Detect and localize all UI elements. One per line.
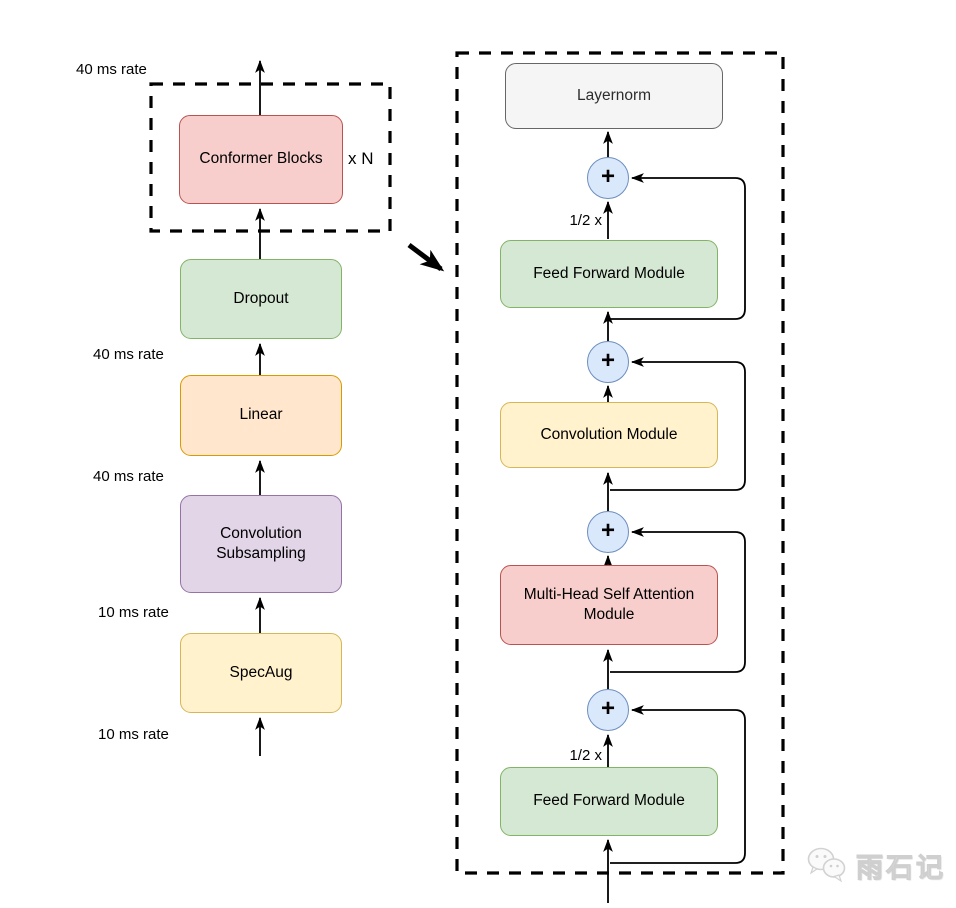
conformer-blocks-box: Conformer Blocks (179, 115, 343, 204)
linear-box: Linear (180, 375, 342, 456)
skip-connection-mhsa (610, 527, 746, 673)
rate-label-output: 40 ms rate (76, 61, 147, 78)
rate-label-input: 10 ms rate (98, 726, 169, 743)
conformer-blocks-dashed-frame (149, 82, 392, 233)
plus-node-1: + (587, 157, 629, 199)
convolution-module-box: Convolution Module (500, 402, 718, 468)
conformer-block-detail-dashed-frame (455, 51, 785, 875)
specaug-box: SpecAug (180, 633, 342, 713)
multi-head-self-attention-box: Multi-Head Self Attention Module (500, 565, 718, 645)
plus-node-3: + (587, 511, 629, 553)
half-scale-label-top: 1/2 x (569, 212, 602, 229)
rate-label-above-specaug: 10 ms rate (98, 604, 169, 621)
rate-label-above-subsampling: 40 ms rate (93, 468, 164, 485)
convolution-subsampling-box: Convolution Subsampling (180, 495, 342, 593)
watermark: 雨石记 (804, 842, 946, 888)
arrow-expand-detail (407, 243, 445, 272)
plus-node-4: + (587, 689, 629, 731)
dropout-box: Dropout (180, 259, 342, 339)
half-scale-label-bottom: 1/2 x (569, 747, 602, 764)
repeat-count-label: x N (348, 149, 374, 168)
wechat-icon (807, 847, 846, 883)
plus-node-2: + (587, 341, 629, 383)
feed-forward-module-top-box: Feed Forward Module (500, 240, 718, 308)
watermark-text: 雨石记 (856, 852, 946, 883)
skip-connection-ffn-bottom (610, 705, 746, 864)
feed-forward-module-bottom-box: Feed Forward Module (500, 767, 718, 836)
rate-label-above-linear: 40 ms rate (93, 346, 164, 363)
skip-connection-conv (610, 357, 746, 491)
layernorm-box: Layernorm (505, 63, 723, 129)
skip-connection-ffn-top (610, 173, 746, 320)
